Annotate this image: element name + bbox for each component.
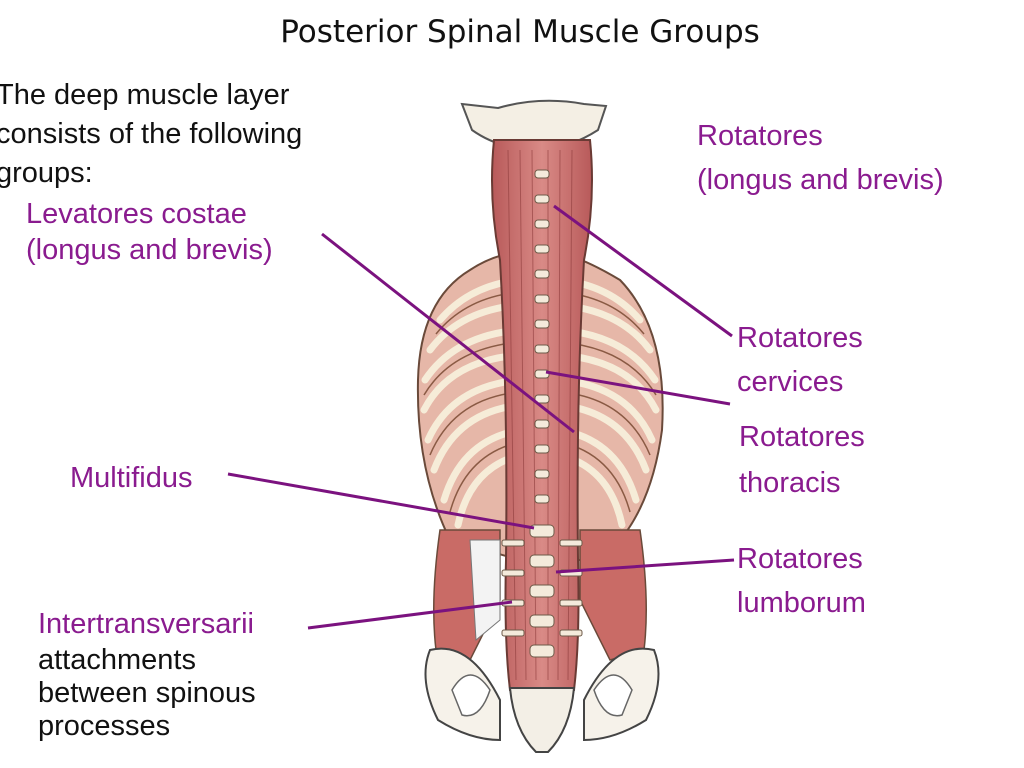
vertebrae	[529, 169, 555, 658]
intertransversarii-description: attachments between spinous processes	[38, 644, 256, 743]
label-line: cervices	[737, 366, 844, 398]
slide-title: Posterior Spinal Muscle Groups	[280, 14, 760, 50]
label-line: Rotatores	[737, 322, 863, 354]
label-line: Multifidus	[70, 462, 193, 494]
description-line: between spinous	[38, 677, 256, 709]
sacrum	[508, 687, 576, 753]
intro-line: consists of the following	[0, 118, 303, 150]
leader-rotatores-thoracis	[545, 370, 731, 406]
leader-rotatores-lumborum	[555, 558, 735, 574]
label-line: Rotatores	[737, 543, 863, 575]
label-line: Levatores costae	[26, 198, 247, 230]
leader-lines	[227, 204, 735, 630]
label-intertransversarii: Intertransversarii	[38, 604, 254, 644]
label-line: lumborum	[737, 587, 866, 619]
label-line: Rotatores	[739, 421, 865, 453]
intro-text: The deep muscle layer consists of the fo…	[0, 76, 356, 193]
label-line: (longus and brevis)	[26, 234, 273, 266]
label-rotatores-lumborum: Rotatores lumborum	[737, 537, 866, 625]
description-line: attachments	[38, 644, 196, 676]
intro-line: The deep muscle layer	[0, 79, 290, 111]
intro-line: groups:	[0, 157, 93, 189]
label-levatores-costae: Levatores costae (longus and brevis)	[26, 196, 273, 268]
leader-levatores	[321, 232, 575, 434]
leader-intertransversarii	[307, 600, 513, 630]
label-line: thoracis	[739, 467, 841, 499]
leader-rotatores-cervices	[553, 204, 733, 338]
label-line: Rotatores	[697, 120, 823, 152]
label-rotatores-longus-brevis: Rotatores (longus and brevis)	[697, 114, 944, 202]
label-line: Intertransversarii	[38, 608, 254, 640]
leader-multifidus	[227, 472, 535, 530]
description-line: processes	[38, 710, 171, 742]
label-rotatores-thoracis: Rotatores thoracis	[739, 414, 865, 506]
label-rotatores-cervices: Rotatores cervices	[737, 316, 863, 404]
label-multifidus: Multifidus	[70, 456, 193, 500]
label-line: (longus and brevis)	[697, 164, 944, 196]
